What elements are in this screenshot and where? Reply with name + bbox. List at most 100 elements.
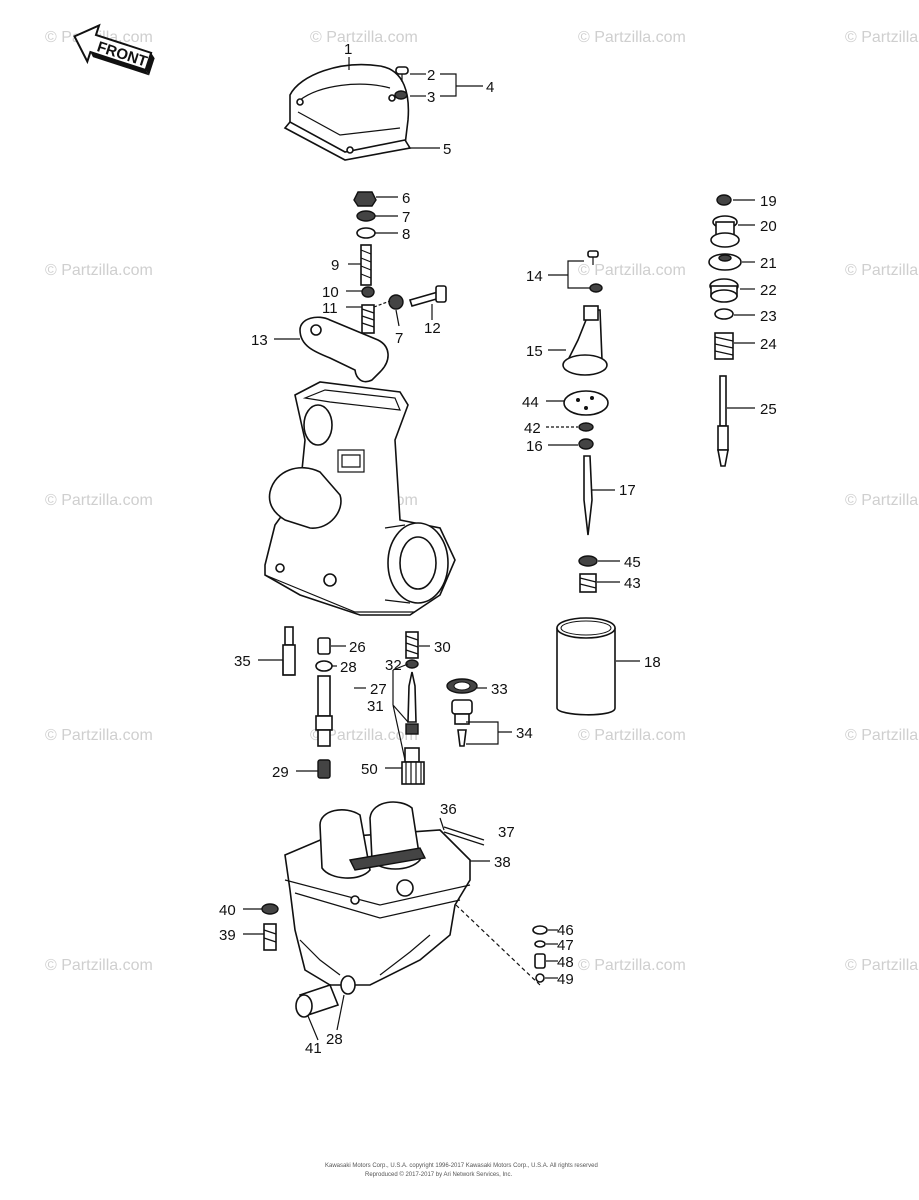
holder-icon xyxy=(709,278,739,303)
callout-label: 4 xyxy=(486,79,494,96)
watermark: © Partzilla.com xyxy=(45,957,153,974)
callout-label: 11 xyxy=(322,300,338,317)
callout-label: 15 xyxy=(526,343,543,360)
watermark: © Partzilla.com xyxy=(45,262,153,279)
washer-icon xyxy=(394,90,408,100)
callout-label: 5 xyxy=(443,141,451,158)
washer-icon xyxy=(388,294,404,310)
nut-stack xyxy=(353,191,377,286)
pin-icon xyxy=(443,826,485,841)
callout-labels: 1 2 3 4 5 6 7 8 9 10 11 7 12 13 14 15 44… xyxy=(219,41,777,1057)
washer-icon xyxy=(261,903,279,915)
float-bowl xyxy=(284,801,471,986)
callout-label: 25 xyxy=(760,401,777,418)
callout-label: 31 xyxy=(367,698,384,715)
callout-label: 9 xyxy=(331,257,339,274)
callout-label: 45 xyxy=(624,554,641,571)
pilot-screw xyxy=(282,626,296,676)
copyright-line: Kawasaki Motors Corp., U.S.A. copyright … xyxy=(325,1163,598,1169)
jet-icon xyxy=(534,953,546,969)
callout-label: 29 xyxy=(272,764,289,781)
pivot-icon xyxy=(310,324,322,336)
main-jet-holder xyxy=(401,747,425,785)
callout-label: 50 xyxy=(361,761,378,778)
callout-label: 18 xyxy=(644,654,661,671)
carburetor-body xyxy=(264,381,456,616)
ball-icon xyxy=(535,973,545,983)
diaphragm-icon xyxy=(708,253,742,271)
spring-icon xyxy=(579,573,597,593)
spring-icon xyxy=(714,332,734,360)
washer-icon xyxy=(405,659,419,669)
watermark: © Partzilla.com xyxy=(310,29,418,46)
callout-label: 2 xyxy=(427,67,435,84)
callout-label: 16 xyxy=(526,438,543,455)
callout-label: 42 xyxy=(524,420,541,437)
callout-label: 21 xyxy=(760,255,777,272)
drain-plug xyxy=(295,984,340,1018)
leader-lines xyxy=(243,57,755,1041)
watermark: © Partzilla.com xyxy=(45,727,153,744)
copyright-line: Reproduced © 2017-2017 by Ari Network Se… xyxy=(365,1171,512,1178)
starter-lever xyxy=(562,305,608,376)
plunger-icon xyxy=(717,375,729,467)
spring-icon xyxy=(405,631,419,659)
watermark: © Partzilla.com xyxy=(578,727,686,744)
float-valve xyxy=(451,699,473,747)
callout-label: 47 xyxy=(557,937,574,954)
washer-icon xyxy=(578,555,598,567)
callout-label: 36 xyxy=(440,801,457,818)
watermark: © Partzilla.com xyxy=(845,957,919,974)
callout-label: 30 xyxy=(434,639,451,656)
callout-label: 12 xyxy=(424,320,441,337)
o-ring-icon xyxy=(534,940,546,948)
watermark: © Partzilla.com xyxy=(845,492,919,509)
watermark: © Partzilla.com xyxy=(578,262,686,279)
needle-jet xyxy=(315,675,333,779)
carburetor-top-cover xyxy=(283,63,412,161)
callout-label: 22 xyxy=(760,282,777,299)
callout-label: 39 xyxy=(219,927,236,944)
jet-icon xyxy=(317,637,331,655)
washer-icon xyxy=(589,283,603,293)
clip-icon xyxy=(716,194,732,206)
watermark: © Partzilla.com xyxy=(845,727,919,744)
o-ring-icon xyxy=(315,660,333,672)
o-ring-icon xyxy=(340,975,356,995)
throttle-lever xyxy=(299,316,389,383)
screw-icon xyxy=(395,66,409,82)
callout-label: 43 xyxy=(624,575,641,592)
callout-label: 6 xyxy=(402,190,410,207)
o-ring-icon xyxy=(532,925,548,935)
callout-label: 28 xyxy=(340,659,357,676)
watermark: © Partzilla.com xyxy=(845,29,919,46)
callout-label: 49 xyxy=(557,971,574,988)
cap-icon xyxy=(361,286,375,298)
callout-label: 7 xyxy=(395,330,403,347)
callout-label: 48 xyxy=(557,954,574,971)
callout-label: 3 xyxy=(427,89,435,106)
o-ring-icon xyxy=(714,308,734,320)
callout-label: 24 xyxy=(760,336,777,353)
watermark: © Partzilla.com xyxy=(45,492,153,509)
watermark: © Partzilla.com xyxy=(845,262,919,279)
valve-seat xyxy=(405,723,419,735)
callout-label: 38 xyxy=(494,854,511,871)
spring-icon xyxy=(361,304,375,334)
callout-label: 1 xyxy=(344,41,352,58)
callout-label: 13 xyxy=(251,332,268,349)
carburetor-cap-cylinder xyxy=(556,617,616,716)
watermark: © Partzilla.com xyxy=(578,29,686,46)
pin-icon xyxy=(443,831,485,846)
watermarks: © Partzilla.com © Partzilla.com © Partzi… xyxy=(45,29,919,974)
callout-label: 17 xyxy=(619,482,636,499)
callout-label: 14 xyxy=(526,268,543,285)
callout-label: 19 xyxy=(760,193,777,210)
callout-label: 7 xyxy=(402,209,410,226)
callout-label: 8 xyxy=(402,226,410,243)
washer-icon xyxy=(578,422,594,432)
bolt-icon xyxy=(408,285,447,307)
plate-icon xyxy=(563,390,609,416)
callout-label: 35 xyxy=(234,653,251,670)
